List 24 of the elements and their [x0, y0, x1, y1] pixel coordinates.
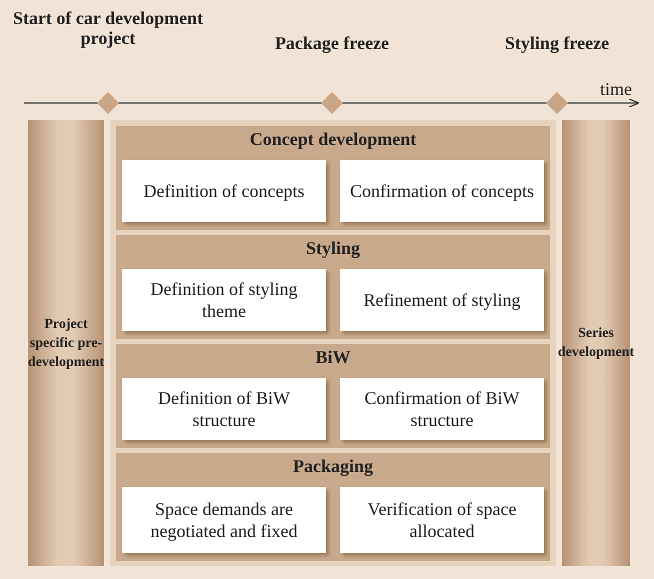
phase-column — [28, 120, 104, 566]
task-box: Definition of styling theme — [122, 269, 326, 331]
task-box: Definition of concepts — [122, 160, 326, 222]
task-box: Space demands are negotiated and fixed — [122, 487, 326, 553]
task-box: Refinement of styling — [340, 269, 544, 331]
workstream-band — [116, 126, 550, 230]
phase-label: Series development — [558, 325, 634, 362]
workstream-title: BiW — [314, 347, 352, 368]
milestone-label: Start of car development project — [12, 8, 204, 48]
workstream-title: Packaging — [292, 456, 374, 477]
task-box: Verification of space allocated — [340, 487, 544, 553]
task-box: Confirmation of BiW structure — [340, 378, 544, 440]
workstream-band — [116, 344, 550, 448]
workstream-band — [116, 453, 550, 561]
task-box: Definition of BiW structure — [122, 378, 326, 440]
phase-panel — [110, 120, 556, 566]
workstream-band — [116, 235, 550, 339]
milestone-label: Package freeze — [274, 33, 390, 53]
milestone-label: Styling freeze — [504, 33, 610, 53]
phase-label: Project specific pre-development — [28, 316, 104, 372]
workstream-title: Concept development — [248, 129, 418, 150]
axis-label: time — [600, 79, 632, 100]
task-box: Confirmation of concepts — [340, 160, 544, 222]
workstream-title: Styling — [304, 238, 362, 259]
